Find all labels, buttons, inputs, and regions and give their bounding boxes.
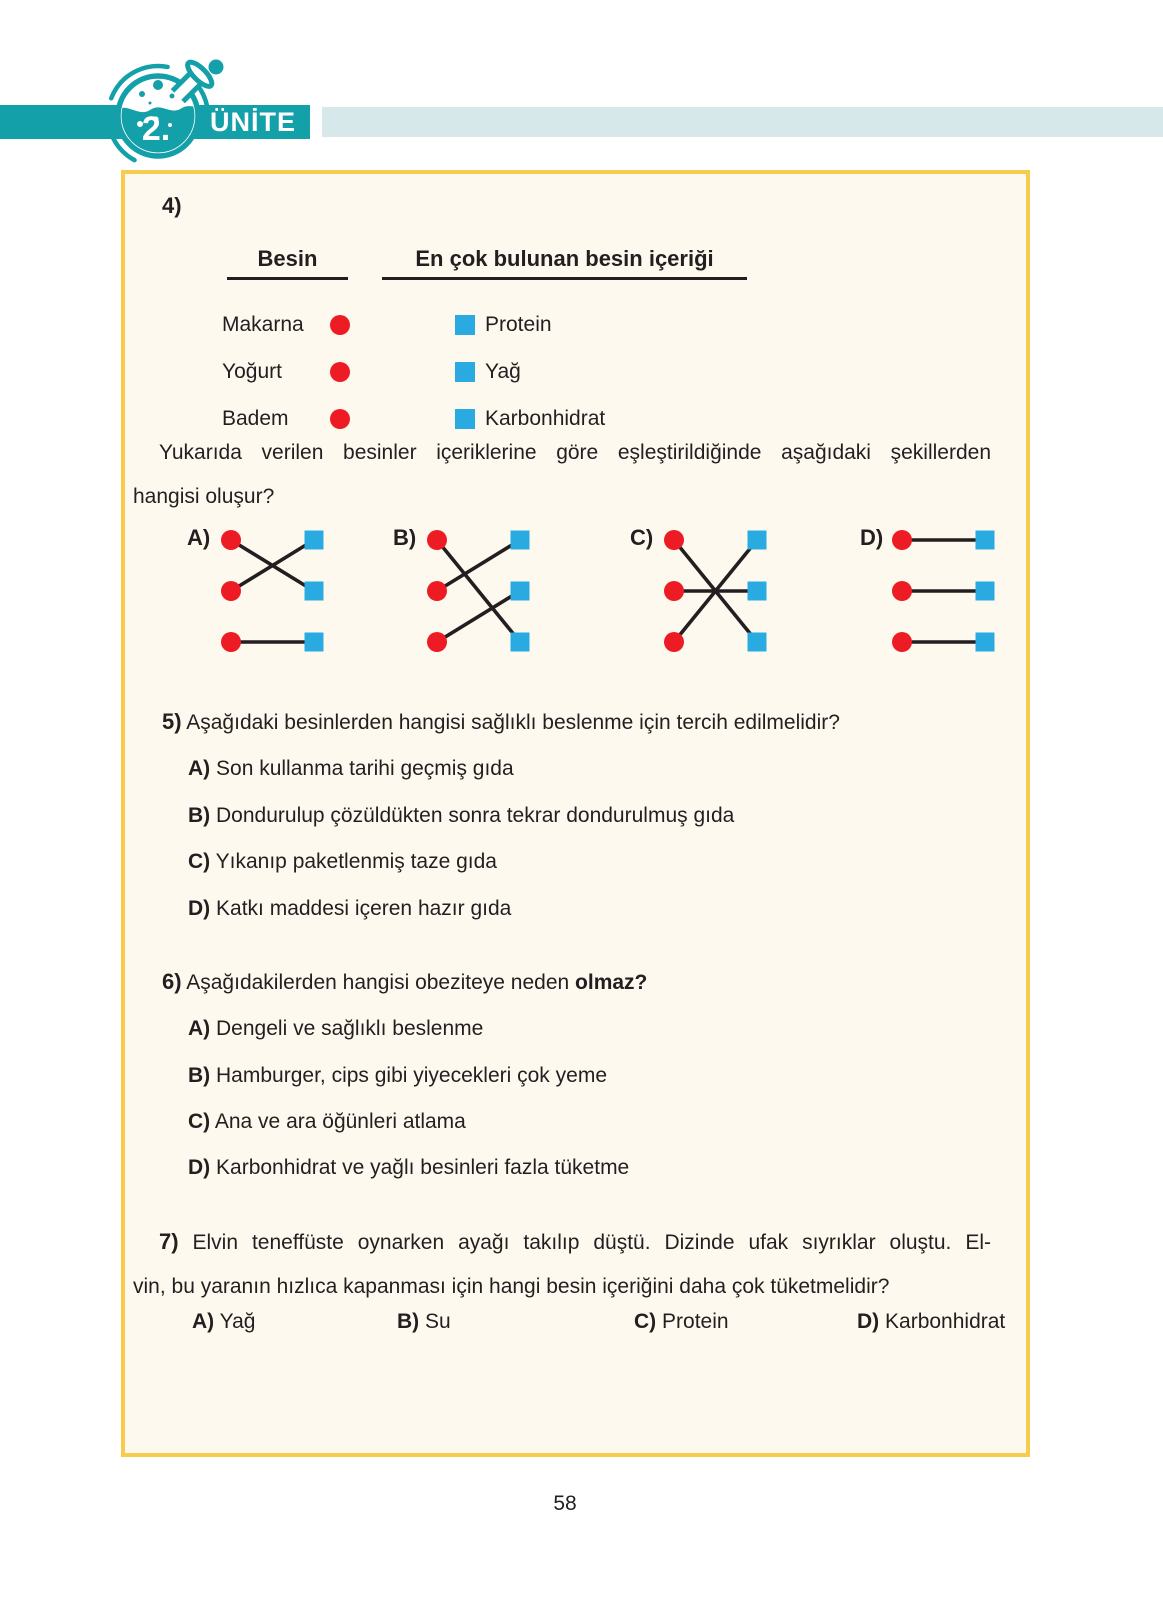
red-dot-icon	[664, 632, 684, 652]
question6-option: B) Hamburger, cips gibi yiyecekleri çok …	[188, 1064, 607, 1087]
table-row: Makarna Protein	[222, 312, 982, 338]
red-dot-icon	[330, 315, 350, 335]
match-diagram-d	[892, 530, 995, 652]
question7-option: A) Yağ	[192, 1310, 256, 1333]
table-col1-header: Besin	[257, 246, 318, 271]
red-dot-icon	[221, 530, 241, 550]
red-dot-icon	[892, 632, 912, 652]
blue-square-icon	[304, 632, 324, 652]
red-dot-icon	[664, 530, 684, 550]
match-diagram-a	[221, 530, 324, 652]
question5-option: D) Katkı maddesi içeren hazır gıda	[188, 897, 512, 920]
table-row: Badem Karbonhidrat	[222, 406, 982, 432]
table-col1-underline	[227, 277, 348, 280]
food-label: Badem	[222, 407, 289, 430]
diagram-option-label: B)	[393, 525, 417, 550]
table-col2-underline	[382, 277, 747, 280]
question6-option: A) Dengeli ve sağlıklı beslenme	[188, 1017, 484, 1040]
red-dot-icon	[427, 632, 447, 652]
red-dot-icon	[330, 409, 350, 429]
content-label: Karbonhidrat	[485, 407, 606, 430]
page-number: 58	[553, 1492, 577, 1515]
question6-option: D) Karbonhidrat ve yağlı besinleri fazla…	[188, 1156, 630, 1179]
red-dot-icon	[221, 581, 241, 601]
match-diagram-b	[427, 530, 530, 652]
blue-square-icon	[747, 581, 767, 601]
food-label: Makarna	[222, 313, 304, 336]
blue-square-icon	[510, 632, 530, 652]
table-row: Yoğurt Yağ	[222, 359, 982, 385]
red-dot-icon	[664, 581, 684, 601]
blue-square-icon	[975, 581, 995, 601]
question7-option: B) Su	[397, 1310, 451, 1333]
question7-option: D) Karbonhidrat	[857, 1310, 1006, 1333]
question7-option: C) Protein	[634, 1310, 729, 1333]
blue-square-icon	[455, 362, 475, 382]
food-label: Yoğurt	[222, 360, 282, 383]
table-col2-header: En çok bulunan besin içeriği	[415, 246, 714, 271]
red-dot-icon	[221, 632, 241, 652]
question-box: 4) Besin En çok bulunan besin içeriği Ma…	[121, 170, 1030, 1457]
blue-square-icon	[455, 315, 475, 335]
diagram-option-label: A)	[187, 525, 211, 550]
question6-prompt: 6) Aşağıdakilerden hangisi obeziteye ned…	[162, 969, 648, 994]
question5-prompt: 5) Aşağıdaki besinlerden hangisi sağlıkl…	[162, 709, 840, 734]
unit-banner-extension	[322, 107, 1163, 137]
red-dot-icon	[892, 530, 912, 550]
blue-square-icon	[510, 581, 530, 601]
blue-square-icon	[304, 530, 324, 550]
blue-square-icon	[510, 530, 530, 550]
blue-square-icon	[747, 530, 767, 550]
diagram-option-label: D)	[860, 525, 884, 550]
unit-number: 2.	[142, 110, 170, 148]
blue-square-icon	[304, 581, 324, 601]
red-dot-icon	[427, 581, 447, 601]
question5-option: A) Son kullanma tarihi geçmiş gıda	[188, 757, 514, 780]
red-dot-icon	[330, 362, 350, 382]
blue-square-icon	[455, 409, 475, 429]
content-label: Yağ	[485, 360, 521, 383]
content-label: Protein	[485, 313, 552, 336]
diagram-option-label: C)	[630, 525, 654, 550]
flask-icon: 2.	[104, 40, 244, 180]
question4-number: 4)	[162, 193, 182, 218]
question7-prompt: 7) Elvin teneffüste oynarken ayağı takıl…	[133, 1229, 991, 1298]
match-diagram-c	[664, 530, 767, 652]
question5-option: C) Yıkanıp paketlenmiş taze gıda	[188, 850, 497, 873]
question5-option: B) Dondurulup çözüldükten sonra tekrar d…	[188, 804, 735, 827]
question4-prompt: Yukarıda verilen besinler içeriklerine g…	[133, 441, 991, 508]
blue-square-icon	[747, 632, 767, 652]
unit-banner-label: ÜNİTE	[210, 107, 296, 137]
red-dot-icon	[427, 530, 447, 550]
bubble-dot-icon	[208, 59, 224, 75]
blue-square-icon	[975, 632, 995, 652]
question6-option: C) Ana ve ara öğünleri atlama	[188, 1110, 466, 1133]
blue-square-icon	[975, 530, 995, 550]
red-dot-icon	[892, 581, 912, 601]
